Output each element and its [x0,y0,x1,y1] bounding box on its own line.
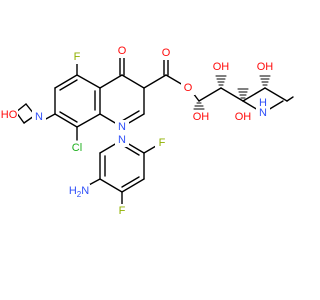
oxo-oxygen: O [118,45,127,57]
hydroxyl-c4: OH [235,111,252,123]
amine-nitrogen: N [259,107,267,119]
fluorine-6: F [74,51,81,63]
stereo-hash-bonds [192,75,271,113]
atom-label-backdrops [0,44,275,218]
atom-labels: O O O F Cl N N HO N F F H2N OH OH OH OH … [1,45,274,217]
hydroxyl-c2: OH [193,111,210,123]
ester-carbonyl-oxygen: O [162,47,171,59]
bond-skeleton [7,56,294,206]
amino-group: H2N [69,185,89,199]
azetidine-hydroxyl: HO [1,109,18,121]
ester-oxygen: O [184,82,193,94]
azetidine-nitrogen: N [35,111,43,123]
molecule-structure: O O O F Cl N N HO N F F H2N OH OH OH OH … [0,44,294,218]
pyridine-fluorine-5: F [119,205,126,217]
chlorine-8: Cl [72,142,82,154]
amine-hydrogen: H [259,97,267,109]
hydroxyl-c3: OH [213,61,230,73]
pyridine-fluorine-3: F [159,137,166,149]
pyridine-nitrogen: N [118,134,126,146]
hydroxyl-c5: OH [257,61,274,73]
quinolone-nitrogen: N [118,121,126,133]
